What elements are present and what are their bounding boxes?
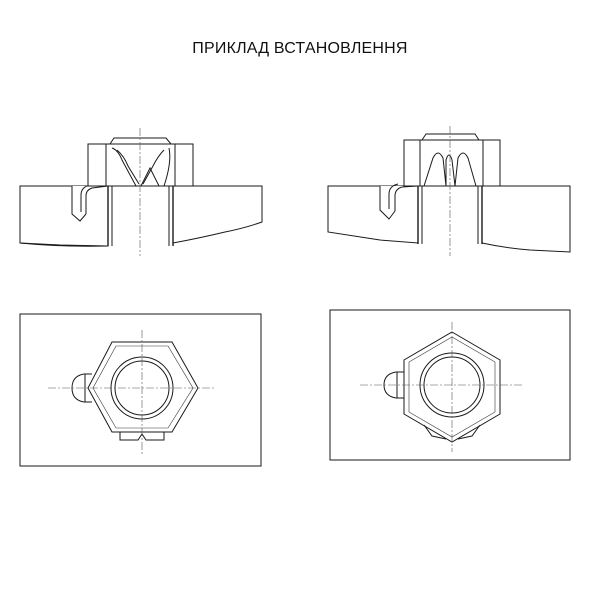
right-section-view: [327, 126, 571, 256]
right-top-view: [329, 309, 571, 461]
left-section-view: [19, 128, 263, 256]
plate-right-part-b: [481, 185, 571, 253]
drawing-title: ПРИКЛАД ВСТАНОВЛЕННЯ: [192, 40, 408, 57]
left-top-view: [19, 313, 262, 467]
plate-right-part-a: [327, 185, 419, 244]
plate-left-part-a: [19, 185, 109, 247]
plate-left-part-b: [172, 185, 263, 244]
